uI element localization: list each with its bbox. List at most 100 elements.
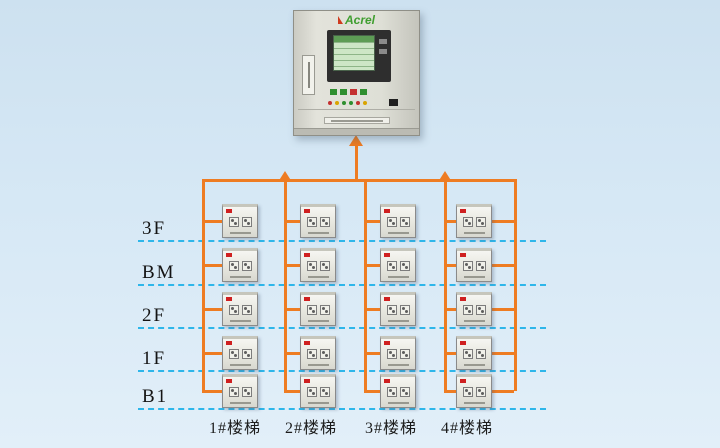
stub-line: [364, 352, 380, 355]
side-gauge: [302, 55, 315, 95]
green-led: [342, 101, 346, 105]
indicator-led: [304, 341, 310, 345]
terminal-block: [307, 217, 317, 227]
device-slot: [388, 364, 409, 366]
device-module: [456, 374, 492, 408]
power-switch: [389, 99, 398, 106]
bus-line: [202, 179, 205, 391]
device-slot: [230, 276, 251, 278]
device-module: [222, 336, 258, 370]
cabinet-base: [294, 128, 419, 135]
device-module: [222, 248, 258, 282]
device-slot: [230, 402, 251, 404]
indicator-led: [304, 379, 310, 383]
stub-line: [444, 308, 456, 311]
stub-line: [492, 220, 514, 223]
indicator-led: [226, 253, 232, 257]
device-slot: [230, 364, 251, 366]
indicator-led: [226, 209, 232, 213]
bus-line: [284, 179, 287, 391]
terminal-block: [476, 305, 486, 315]
stub-line: [202, 390, 222, 393]
cabinet-logo: Acrel: [294, 13, 419, 27]
stub-line: [284, 264, 300, 267]
stub-line: [444, 264, 456, 267]
device-slot: [308, 232, 329, 234]
terminal-block: [242, 305, 252, 315]
stub-line: [202, 308, 222, 311]
device-slot: [464, 402, 485, 404]
acrel-logo-mark-icon: [337, 16, 343, 24]
device-module: [380, 292, 416, 326]
door-seam: [298, 109, 415, 110]
stub-line: [202, 352, 222, 355]
device-module: [222, 292, 258, 326]
control-cabinet: Acrel: [293, 10, 420, 136]
terminal-block: [229, 349, 239, 359]
stub-line: [364, 264, 380, 267]
bus-line: [364, 179, 367, 391]
green-button: [360, 89, 367, 95]
terminal-block: [307, 349, 317, 359]
keypad-row: [330, 89, 367, 95]
yellow-led: [363, 101, 367, 105]
device-module: [300, 292, 336, 326]
device-slot: [308, 402, 329, 404]
device-slot: [464, 320, 485, 322]
yellow-led: [335, 101, 339, 105]
device-module: [380, 336, 416, 370]
indicator-led: [460, 297, 466, 301]
terminal-block: [476, 217, 486, 227]
device-slot: [308, 276, 329, 278]
device-slot: [230, 320, 251, 322]
terminal-block: [463, 305, 473, 315]
trunk-line: [202, 179, 517, 182]
indicator-led: [226, 341, 232, 345]
terminal-block: [387, 305, 397, 315]
floor-label: 3F: [142, 218, 167, 239]
indicator-led: [460, 209, 466, 213]
red-led: [328, 101, 332, 105]
indicator-led: [460, 341, 466, 345]
terminal-block: [387, 217, 397, 227]
device-slot: [464, 364, 485, 366]
terminal-block: [400, 387, 410, 397]
device-module: [380, 204, 416, 238]
floor-label: B1: [142, 386, 169, 407]
screen-button: [379, 39, 387, 44]
stub-line: [364, 308, 380, 311]
stub-line: [284, 352, 300, 355]
riser-line: [355, 145, 358, 180]
device-slot: [308, 364, 329, 366]
indicator-led: [384, 341, 390, 345]
device-slot: [388, 232, 409, 234]
floor-label: BM: [142, 262, 176, 283]
device-module: [456, 204, 492, 238]
device-module: [456, 336, 492, 370]
terminal-block: [463, 217, 473, 227]
stub-line: [364, 220, 380, 223]
terminal-block: [320, 261, 330, 271]
device-module: [380, 248, 416, 282]
stub-line: [284, 220, 300, 223]
indicator-led: [304, 253, 310, 257]
floor-line: [138, 240, 546, 242]
terminal-block: [242, 387, 252, 397]
staircase-label: 1#楼梯: [208, 420, 261, 437]
indicator-led: [460, 379, 466, 383]
stub-line: [202, 264, 222, 267]
terminal-block: [387, 349, 397, 359]
device-module: [300, 248, 336, 282]
green-led: [349, 101, 353, 105]
terminal-block: [307, 261, 317, 271]
indicator-led: [304, 297, 310, 301]
screen-button: [379, 49, 387, 54]
device-module: [300, 374, 336, 408]
device-module: [380, 374, 416, 408]
staircase-label: 2#楼梯: [284, 420, 337, 437]
terminal-block: [307, 387, 317, 397]
device-module: [456, 292, 492, 326]
device-slot: [388, 276, 409, 278]
device-module: [222, 374, 258, 408]
